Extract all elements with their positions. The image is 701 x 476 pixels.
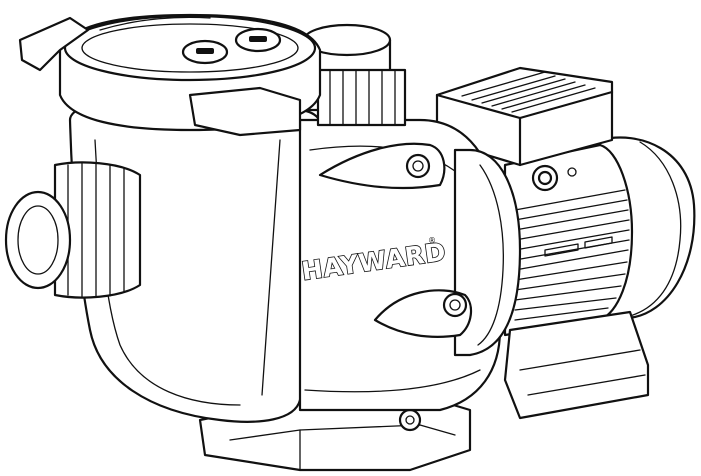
cable-gland bbox=[531, 164, 577, 192]
strainer-lid bbox=[18, 13, 322, 137]
inlet-nut bbox=[53, 161, 142, 299]
inlet-union bbox=[4, 161, 142, 299]
lid-front-tab bbox=[188, 86, 302, 137]
end-cap-rim bbox=[629, 141, 682, 317]
base-bolt bbox=[398, 408, 422, 432]
motor-base bbox=[503, 310, 650, 420]
terminal-box-ribs bbox=[461, 71, 596, 113]
motor-fins bbox=[514, 189, 630, 321]
inlet-opening bbox=[4, 190, 72, 290]
lid-unlock-icon bbox=[234, 27, 282, 53]
registered-mark: ® bbox=[428, 236, 436, 245]
outlet-nut bbox=[316, 68, 407, 127]
lid-lock-icon bbox=[181, 39, 229, 65]
lid-left-tab bbox=[18, 16, 90, 72]
